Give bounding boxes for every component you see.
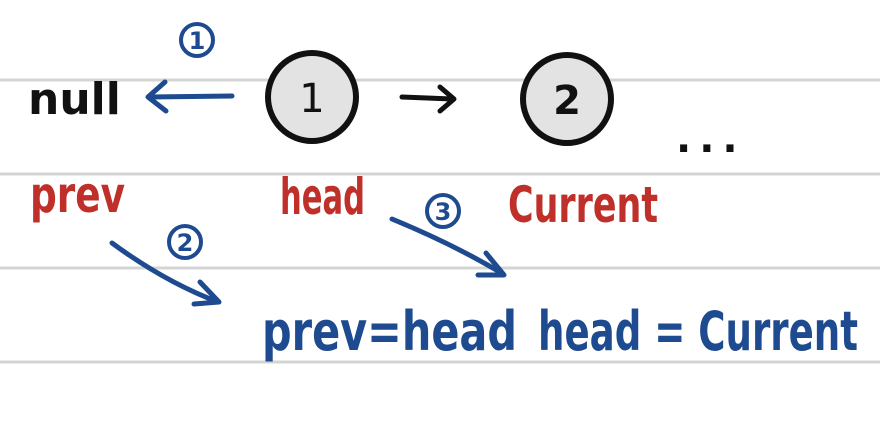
step3-arrow-head bbox=[475, 250, 507, 278]
head-label: head bbox=[280, 168, 365, 226]
step1-arrow-shaft bbox=[147, 93, 235, 100]
node-2-circle bbox=[520, 52, 614, 146]
step1-arrow-head bbox=[145, 79, 169, 114]
step2-arrow-shaft bbox=[109, 240, 221, 305]
assignment-prev-eq-head: prev=head bbox=[262, 300, 517, 363]
step3-arrow-shaft bbox=[389, 216, 506, 277]
step1-marker bbox=[179, 22, 215, 58]
null-label: null bbox=[28, 74, 121, 125]
step3-number: 3 bbox=[435, 198, 452, 226]
node-2-value: 2 bbox=[553, 78, 581, 124]
next-arrow-head bbox=[437, 84, 457, 114]
step3-marker bbox=[425, 193, 461, 229]
ellipsis: ... bbox=[676, 116, 746, 162]
node-1-value: 1 bbox=[299, 76, 324, 122]
next-arrow-shaft bbox=[399, 94, 455, 102]
node-1-circle bbox=[265, 50, 359, 144]
step2-marker bbox=[167, 224, 203, 260]
step2-arrow-head bbox=[191, 279, 222, 307]
step1-number: 1 bbox=[189, 27, 206, 55]
current-label: Current bbox=[508, 176, 658, 234]
step2-number: 2 bbox=[177, 229, 194, 257]
prev-label: prev bbox=[30, 166, 125, 224]
assignment-head-eq-current: head = Current bbox=[538, 300, 858, 363]
